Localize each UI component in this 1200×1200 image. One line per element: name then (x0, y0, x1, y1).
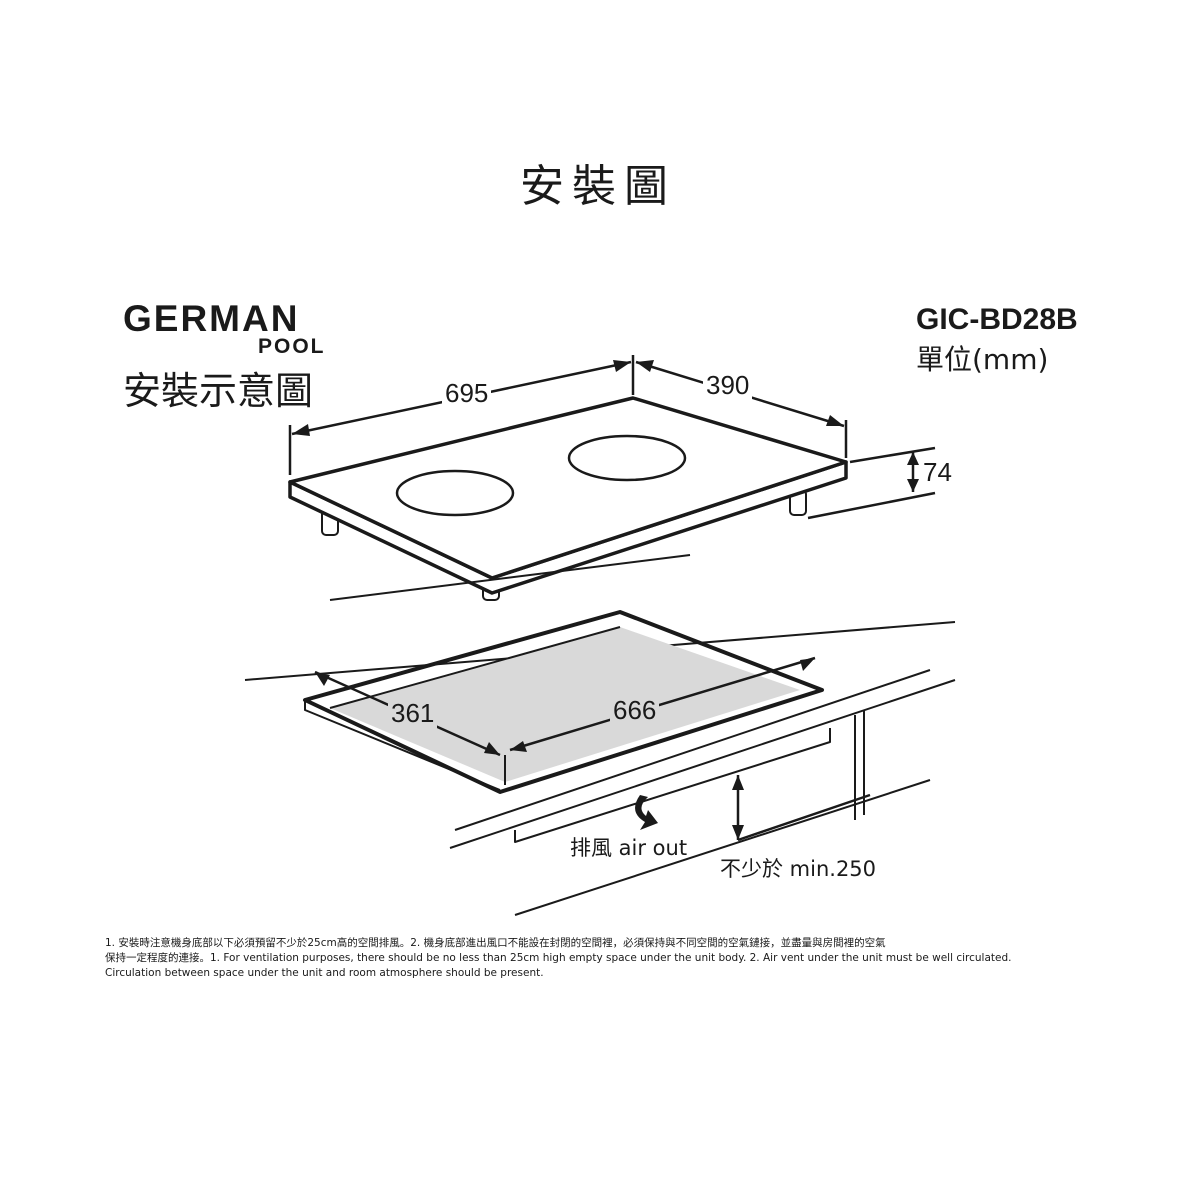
diagram-subtitle: 安裝示意圖 (123, 369, 314, 413)
brand-logo-line1: GERMAN (123, 298, 300, 339)
air-out-label: 排風 air out (570, 836, 688, 860)
note-line: 保持一定程度的連接。1. For ventilation purposes, t… (105, 952, 1012, 964)
unit-label: 單位(mm) (916, 343, 1049, 376)
model-number: GIC-BD28B (916, 303, 1078, 336)
dim-height: 74 (923, 457, 952, 487)
arrowheads (292, 360, 919, 840)
min-clearance-label: 不少於 min.250 (720, 857, 877, 881)
dim-width: 695 (442, 378, 492, 409)
note-line: 1. 安裝時注意機身底部以下必須預留不少於25cm高的空間排風。2. 機身底部進… (105, 937, 886, 949)
dim-cutout-depth: 361 (388, 698, 438, 729)
cutout (303, 610, 824, 794)
page-title: 安裝圖 (520, 161, 676, 212)
burner-left (395, 469, 515, 517)
brand-logo-line2: POOL (258, 335, 326, 358)
dim-cutout-width: 666 (610, 695, 660, 726)
hob (288, 396, 848, 601)
note-line: Circulation between space under the unit… (105, 967, 544, 979)
burner-right (567, 434, 687, 482)
notes: 1. 安裝時注意機身底部以下必須預留不少於25cm高的空間排風。2. 機身底部進… (105, 936, 1011, 981)
dim-depth: 390 (703, 370, 753, 401)
